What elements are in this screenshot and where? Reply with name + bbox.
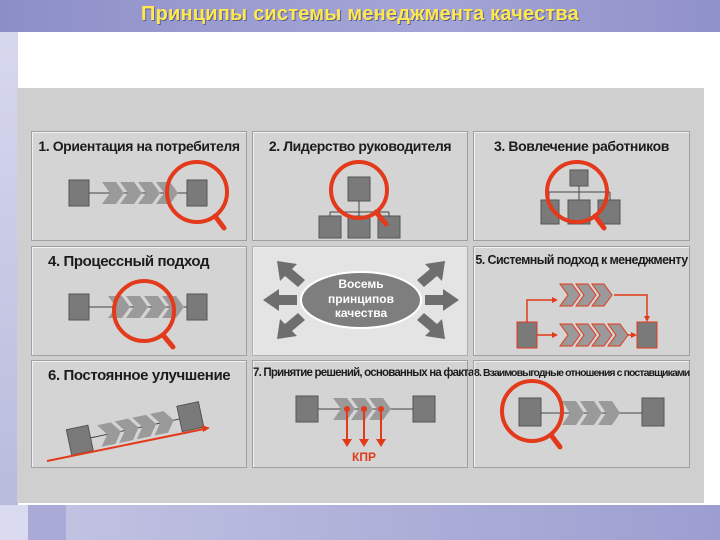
magnifier-handle [212,213,227,231]
principle-6-cell: 6. Постоянное улучшение [31,360,247,468]
principle-5-label: 5. Системный подход к менеджменту [475,253,688,267]
arrowhead [552,332,558,338]
chevron [559,323,581,347]
chevron [97,422,121,447]
principle-1-label: 1. Ориентация на потребителя [38,138,240,154]
top-manager-box [347,176,371,202]
input-box [65,424,94,456]
supplier-box [518,397,542,427]
employee-box [567,199,591,225]
output-box [186,293,208,321]
chevron [607,323,629,347]
chevron [575,283,597,307]
principle-8-label: 8. Взаимовыгодные отношения с поставщика… [474,367,690,379]
center-cell: Восемь принципов качества [252,246,468,356]
decision-arrowheads [342,406,386,447]
bottom-decor-square [0,505,28,540]
magnifier-handle [592,213,607,231]
organization-box [641,397,665,427]
input-box [68,179,90,207]
system-approach-diagram [516,283,658,349]
chevron [126,296,148,318]
principle-1-cell: 1. Ориентация на потребителя [31,131,247,241]
bottom-decor-square [28,505,66,540]
chevron [591,323,613,347]
magnifier-lens [545,160,609,224]
principle-2-cell: 2. Лидерство руководителя [252,131,468,241]
slide-title: Принципы системы менеджмента качества [141,3,579,25]
principle-7-label: 7. Принятие решений, основанных на факта… [253,367,480,379]
arrowhead [644,316,650,322]
magnifier-lens [112,279,176,343]
principle-4-cell: 4. Процессный подход [31,246,247,356]
arrowhead [631,332,637,338]
principle-7-cell: 7. Принятие решений, основанных на факта… [252,360,480,468]
arrowhead [202,425,210,432]
arrow-down-left [277,313,305,339]
process-approach-diagram [68,279,208,350]
left-decor-bar [0,32,18,540]
leadership-diagram [318,160,401,239]
decision-label: КПР [352,450,376,464]
arrow-up-right [417,261,445,287]
principle-4-label: 4. Процессный подход [48,253,210,270]
fact-based-decision-diagram: КПР [295,395,436,464]
input-box [68,293,90,321]
arrow-up-left [277,261,305,287]
decision-arrows [346,409,382,441]
principle-8-cell: 8. Взаимовыгодные отношения с поставщика… [473,360,690,468]
bottom-decor-bar [0,505,720,540]
chevron [591,283,613,307]
hub-text-line2: принципов [328,292,394,306]
input-box [295,395,319,423]
chevron [562,401,584,425]
supplier-relations-diagram [500,379,665,450]
magnifier-lens [165,160,229,224]
output-box [186,179,208,207]
chevron [102,182,124,204]
magnifier-handle [548,432,563,450]
chevron [559,283,581,307]
output-box [412,395,436,423]
arrow-right [425,289,459,311]
arrowhead [552,297,558,303]
subordinate-box [318,215,342,239]
principle-5-cell: 5. Системный подход к менеджменту [473,246,690,356]
output-box [176,401,205,433]
principles-diagram: 1. Ориентация на потребителя 2. Лидерств… [17,88,704,503]
principle-2-label: 2. Лидерство руководителя [268,138,452,154]
hub-text-line3: качества [335,306,388,320]
arrow-left [263,289,297,311]
magnifier-handle [373,209,389,227]
principle-6-label: 6. Постоянное улучшение [48,367,231,384]
chevron [114,418,139,444]
chevron [120,182,142,204]
title-bar [0,0,720,32]
principle-3-cell: 3. Вовлечение работников [473,131,690,241]
principle-3-label: 3. Вовлечение работников [494,138,669,154]
arrow-down-right [417,313,445,339]
chevron [580,401,602,425]
chevron [132,414,157,440]
magnifier-handle [160,332,176,350]
involvement-diagram [540,160,621,231]
hub-ellipse [300,271,422,329]
chevron [138,182,160,204]
input-box [516,321,538,349]
output-box [636,321,658,349]
customer-focus-diagram [68,160,229,231]
chevron [598,401,620,425]
continuous-improvement-diagram [46,401,210,462]
center-hub: Восемь принципов качества [263,261,459,339]
magnifier-lens [500,379,564,443]
chevron [149,411,174,436]
manager-box [569,169,589,187]
radial-arrows [263,261,459,339]
chevron [144,296,166,318]
magnifier-lens [329,160,389,220]
improvement-arrow [46,428,205,462]
hub-text-line1: Восемь [338,277,383,291]
chevron [575,323,597,347]
